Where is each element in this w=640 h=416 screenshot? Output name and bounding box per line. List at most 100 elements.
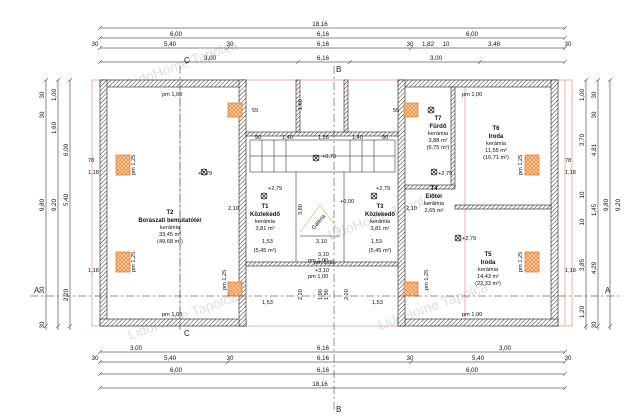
stair-label: pm 1,00 [314,260,334,266]
level-label: +0,70 [322,154,336,160]
roof-outline [91,79,573,327]
dim-text: 1,18 [88,268,99,274]
room-floor: kerámia [370,219,391,225]
room-code: T2 [166,210,174,216]
dim-text: 1,53 [262,300,273,306]
room-T7: T7 Fürdő kerámia 3,88 m² (6,75 m²) [427,116,450,151]
room-area-gross: (16,71 m²) [483,155,509,161]
dim-text: 30 [39,321,46,328]
walls [99,79,559,327]
dim-text: 6,16 [317,345,330,352]
dim-text: 6,00 [466,367,479,374]
dim-text: 30 [591,91,598,98]
dim-text: 30 [565,355,572,362]
dim-text: 3,70 [579,133,586,146]
ceiling-light-icon [312,154,320,162]
dim-text: 90 [382,135,388,141]
dim-text: 3,80 [298,204,304,215]
section-label: C [184,329,190,338]
dim-text: 1,60 [51,121,58,134]
dim-text: 10 [443,41,450,48]
dim-text: 78 [88,158,94,164]
dim-text: 30 [92,355,99,362]
dim-text: 30 [227,41,234,48]
dim-text: 1,40 [352,135,363,141]
dim-text: 2,20 [344,289,350,300]
window-icon [403,102,419,118]
room-floor: kerámia [424,201,445,207]
dim-overall-top: 18,16 [312,21,328,28]
section-label: C [184,56,190,65]
window-icon [115,251,131,273]
room-area: 3,81 m² [256,226,275,232]
window-labels: pm 1,00 pm 1,00 pm 1,00 pm 1,00 pm 1,25 … [131,92,524,318]
room-area-gross: (5,45 m²) [254,248,277,254]
room-name: Fürdő [430,124,447,130]
ceiling-light-icon [430,168,438,176]
ceiling-light-icon [260,192,268,200]
dim-text: 9,80 [603,198,610,211]
room-name: Közlekedő [250,212,280,218]
dim-text: 5,40 [472,355,485,362]
room-area-gross: (6,75 m²) [427,145,450,151]
dim-text: 3,10 [316,239,327,245]
window-icon [524,251,540,273]
dim-text: 1,53 [371,239,382,245]
room-area: 14,43 m² [477,274,499,280]
room-area: 11,55 m² [485,148,507,154]
left-dimensions: 30 1,00 30 1,60 9,80 9,20 6,00 5,40 30 2… [39,88,70,328]
room-area-gross: (49,68 m²) [157,239,183,245]
dim-text: 1,90 [324,289,330,300]
dim-text: 1,18 [565,170,576,176]
dim-text: 6,16 [317,355,330,362]
level-label: +2,79 [462,236,476,242]
dim-text: 90 [255,135,261,141]
dim-text: 4,81 [591,143,598,156]
ceiling-light-icon [200,168,208,176]
dim-text: 1,40 [282,135,293,141]
dim-text: 3,00 [430,55,443,62]
dim-text: 10 [579,191,586,198]
dim-text: 3,00 [204,55,217,62]
room-code: T1 [261,204,269,210]
dim-text: 6,16 [317,55,330,62]
room-T3: T3 Közlekedő kerámia 3,81 m² (5,45 m²) [365,204,395,254]
dim-text: 1,82 [422,41,435,48]
window-icon [524,154,540,176]
watermark-text: LidoHome Tapolca [126,288,240,343]
room-name: Iroda [481,260,496,266]
window-label: pm 1,25 [131,155,137,175]
room-floor: kerámia [428,131,449,137]
dim-text: 3,48 [488,41,501,48]
dim-text: 1,90 [318,289,324,300]
dim-text: 6,00 [170,31,183,38]
room-T4: T4 Előtér kerámia 2,65 m² [424,186,445,214]
room-name: Iroda [489,134,504,140]
dim-text: 6,00 [63,143,70,156]
room-area-gross: (22,33 m²) [475,281,501,287]
dim-text: 1,00 [51,88,58,101]
ceiling-light-icon [370,192,378,200]
dim-text: 6,16 [317,31,330,38]
room-area: 33,45 m² [159,232,181,238]
right-dimensions: 30 1,00 30 3,70 4,81 10 9,80 9,20 1,45 1… [579,88,622,328]
dim-text: 5,40 [164,41,177,48]
dim-text: 3,00 [499,345,512,352]
room-code: T5 [484,252,492,258]
room-T2: T2 Borászati bemutatótér kerámia 33,45 m… [138,210,202,245]
dim-text: 2,10 [228,206,239,212]
dim-text: 30 [39,111,46,118]
dim-text: 1,18 [565,268,576,274]
room-area: 3,81 m² [371,226,390,232]
windows [115,102,540,297]
window-icon [227,102,243,118]
dim-text: 9,80 [39,198,46,211]
section-label: A [605,286,611,295]
dim-text: 6,16 [317,41,330,48]
window-label: pm 1,25 [131,252,137,272]
window-label: pm 1,25 [518,252,524,272]
room-name: Közlekedő [365,212,395,218]
dim-text: 78 [565,158,571,164]
light-fixtures [200,106,462,242]
